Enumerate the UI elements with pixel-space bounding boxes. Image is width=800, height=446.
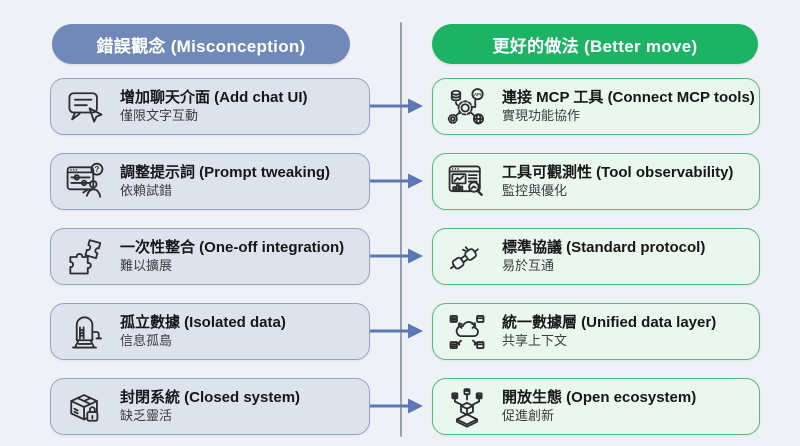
- misconception-row-one-off-integration: 一次性整合 (One-off integration) 難以擴展: [50, 228, 370, 285]
- chat-ui-icon: [63, 85, 107, 129]
- arrow-right-icon: [368, 245, 424, 267]
- row-subtitle: 監控與優化: [502, 183, 568, 199]
- mcp-tools-icon: API: [445, 85, 489, 129]
- misconception-row-prompt-tweaking: ? 調整提示詞 (Prompt tweaking) 依賴試錯: [50, 153, 370, 210]
- data-layer-icon: [445, 310, 489, 354]
- row-title: 調整提示詞 (Prompt tweaking): [120, 163, 331, 181]
- observability-icon: [445, 160, 489, 204]
- arrow-right-icon: [368, 395, 424, 417]
- arrow-right-icon: [368, 320, 424, 342]
- misconception-row-isolated-data: 孤立數據 (Isolated data) 信息孤島: [50, 303, 370, 360]
- row-title: 開放生態 (Open ecosystem): [502, 388, 697, 406]
- ecosystem-icon: [445, 385, 489, 429]
- better-move-row-tool-observability: 工具可觀測性 (Tool observability) 監控與優化: [432, 153, 760, 210]
- row-subtitle: 難以擴展: [120, 258, 173, 274]
- better-move-row-standard-protocol: 標準協議 (Standard protocol) 易於互通: [432, 228, 760, 285]
- protocol-icon: [445, 235, 489, 279]
- row-subtitle: 共享上下文: [502, 333, 568, 349]
- misconception-row-closed-system: 封閉系統 (Closed system) 缺乏靈活: [50, 378, 370, 435]
- better-move-row-open-ecosystem: 開放生態 (Open ecosystem) 促進創新: [432, 378, 760, 435]
- row-subtitle: 依賴試錯: [120, 183, 173, 199]
- row-title: 標準協議 (Standard protocol): [502, 238, 706, 256]
- row-title: 一次性整合 (One-off integration): [120, 238, 345, 256]
- silo-icon: [63, 310, 107, 354]
- arrow-right-icon: [368, 95, 424, 117]
- row-title: 增加聊天介面 (Add chat UI): [120, 88, 308, 106]
- row-subtitle: 僅限文字互動: [120, 108, 199, 124]
- better-move-header: 更好的做法 (Better move): [432, 24, 758, 64]
- row-title: 連接 MCP 工具 (Connect MCP tools): [502, 88, 755, 106]
- prompt-tweak-icon: ?: [63, 160, 107, 204]
- better-move-row-connect-mcp-tools: API 連接 MCP 工具 (Connect MCP tools) 實現功能協作: [432, 78, 760, 135]
- arrow-right-icon: [368, 170, 424, 192]
- misconception-header: 錯誤觀念 (Misconception): [52, 24, 350, 64]
- misconception-row-add-chat-ui: 增加聊天介面 (Add chat UI) 僅限文字互動: [50, 78, 370, 135]
- closed-box-icon: [63, 385, 107, 429]
- row-title: 孤立數據 (Isolated data): [120, 313, 286, 331]
- better-move-header-label: 更好的做法 (Better move): [492, 36, 698, 56]
- misconception-header-label: 錯誤觀念 (Misconception): [96, 36, 306, 56]
- row-subtitle: 信息孤島: [120, 333, 173, 349]
- puzzle-icon: [63, 235, 107, 279]
- svg-text:?: ?: [94, 165, 99, 174]
- better-move-row-unified-data-layer: 統一數據層 (Unified data layer) 共享上下文: [432, 303, 760, 360]
- svg-text:API: API: [474, 91, 481, 96]
- row-title: 工具可觀測性 (Tool observability): [502, 163, 734, 181]
- row-subtitle: 促進創新: [502, 408, 555, 424]
- row-subtitle: 缺乏靈活: [120, 408, 173, 424]
- row-subtitle: 實現功能協作: [502, 108, 581, 124]
- center-divider: [400, 22, 402, 437]
- row-title: 封閉系統 (Closed system): [120, 388, 301, 406]
- row-subtitle: 易於互通: [502, 258, 555, 274]
- row-title: 統一數據層 (Unified data layer): [502, 313, 717, 331]
